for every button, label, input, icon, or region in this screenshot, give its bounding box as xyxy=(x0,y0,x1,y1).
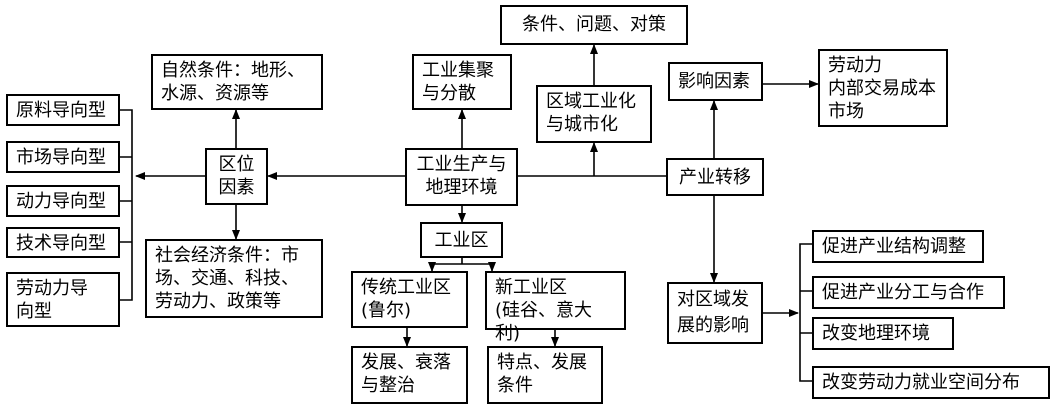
node-market-oriented: 市场导向型 xyxy=(6,141,120,173)
node-industrialization-urbanization: 区域工业化 与城市化 xyxy=(536,85,652,143)
node-labor-oriented: 劳动力导 向型 xyxy=(6,272,120,327)
node-change-environment: 改变地理环境 xyxy=(812,317,954,350)
node-power-oriented: 动力导向型 xyxy=(6,185,120,217)
connector-zone-split xyxy=(432,258,492,265)
node-trad-development-decline: 发展、衰落 与整治 xyxy=(351,346,468,404)
node-new-zone-features: 特点、发展 条件 xyxy=(487,346,603,404)
node-raw-material-oriented: 原料导向型 xyxy=(6,94,120,126)
node-natural-conditions: 自然条件：地形、 水源、资源等 xyxy=(151,54,323,110)
node-industrial-transfer: 产业转移 xyxy=(666,158,764,196)
node-industrial-zone: 工业区 xyxy=(420,222,503,258)
node-location-factors: 区位 因素 xyxy=(205,148,268,205)
node-change-labor-distribution: 改变劳动力就业空间分布 xyxy=(812,366,1050,399)
node-conditions-problems-measures: 条件、问题、对策 xyxy=(500,5,688,45)
node-regional-development-impact: 对区域发 展的影响 xyxy=(667,282,763,344)
node-industrial-production-environment: 工业生产与 地理环境 xyxy=(405,148,518,206)
node-technology-oriented: 技术导向型 xyxy=(6,227,120,258)
node-factor-list: 劳动力 内部交易成本 市场 xyxy=(818,49,948,127)
node-socioeconomic-conditions: 社会经济条件：市 场、交通、科技、 劳动力、政策等 xyxy=(145,239,323,318)
node-influencing-factors: 影响因素 xyxy=(668,62,763,101)
bracket-effects xyxy=(799,243,812,382)
node-agglomeration-dispersion: 工业集聚 与分散 xyxy=(412,54,512,110)
node-new-industrial-zone: 新工业区 (硅谷、意大利) xyxy=(485,271,626,344)
bracket-orientation-types xyxy=(120,109,133,301)
node-traditional-industrial-zone: 传统工业区 (鲁尔) xyxy=(351,271,468,328)
node-promote-structure-adjustment: 促进产业结构调整 xyxy=(812,230,984,263)
node-promote-division-cooperation: 促进产业分工与合作 xyxy=(812,276,1005,309)
